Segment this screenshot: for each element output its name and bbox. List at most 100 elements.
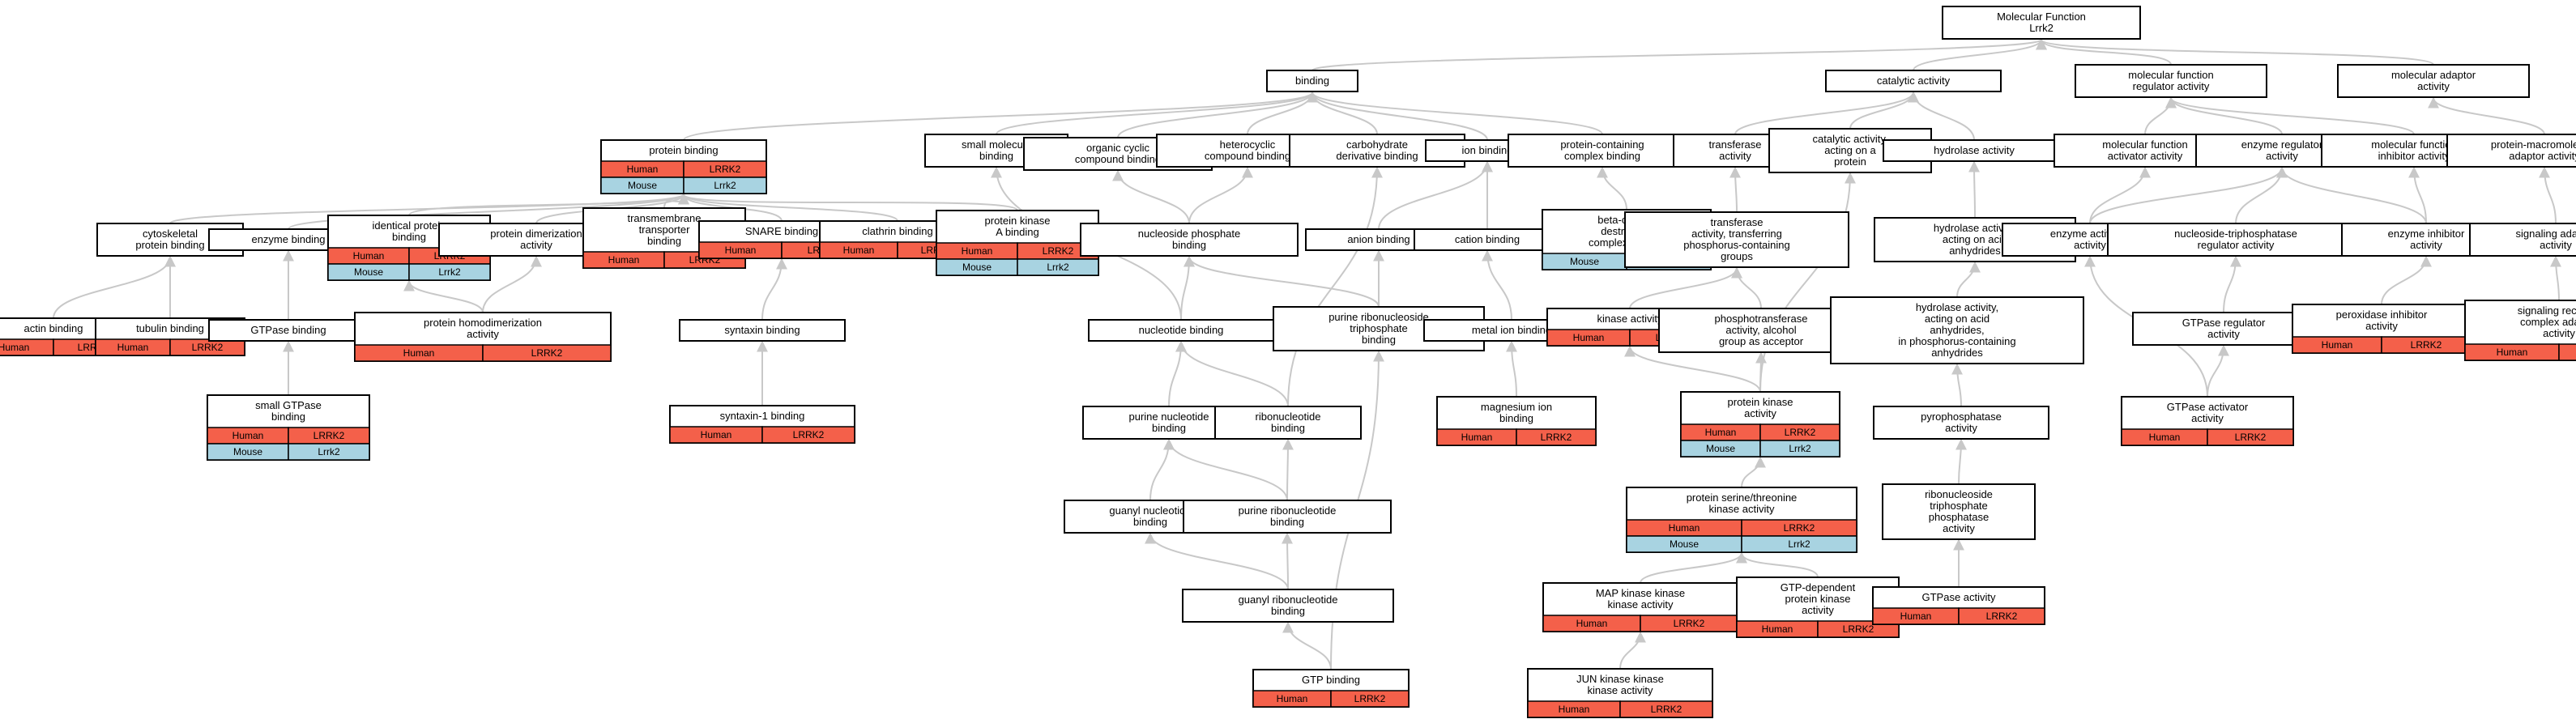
go-term-node[interactable]: cation binding <box>1414 228 1561 251</box>
node-label-line: binding <box>1271 605 1305 617</box>
node-label-line: molecular function <box>2371 138 2457 151</box>
is-a-edge <box>1506 340 1518 398</box>
is-a-edge <box>1741 456 1766 488</box>
node-label-line: phosphatase <box>1929 511 1989 523</box>
is-a-edge <box>1282 621 1332 670</box>
gene-cell <box>1619 700 1713 718</box>
is-a-edge <box>1145 532 1289 590</box>
node-box <box>1214 406 1362 440</box>
go-term-node[interactable]: GTPase binding <box>208 319 369 342</box>
gene-cell <box>2558 343 2576 361</box>
is-a-edge <box>1282 532 1294 590</box>
node-label-line: inhibitor activity <box>2378 150 2450 162</box>
species-label: Human <box>1705 427 1737 438</box>
node-label-line: activity <box>1719 150 1751 162</box>
species-label: Human <box>701 429 732 440</box>
go-term-node[interactable]: hydrolase activity <box>1883 139 2066 162</box>
go-term-node[interactable]: hydrolase activity,acting on acidanhydri… <box>1830 296 2084 364</box>
node-label-line: protein dimerization <box>490 228 582 240</box>
node-label-line: activity <box>1802 604 1834 616</box>
gene-cell <box>288 443 370 461</box>
node-box <box>1658 308 1864 353</box>
node-label-line: signaling receptor <box>2518 304 2576 317</box>
node-box <box>1182 589 1394 623</box>
node-label-line: actin binding <box>24 322 83 334</box>
node-label-line: kinase activity <box>1608 598 1674 611</box>
go-term-node[interactable]: nucleotide binding <box>1088 319 1274 342</box>
go-term-node[interactable]: signaling receptorcomplex adaptoractivit… <box>2464 300 2576 361</box>
node-label-line: protein homodimerization <box>424 317 542 329</box>
node-label-line: transferase <box>1710 216 1763 228</box>
node-label-line: adaptor activity <box>2509 150 2576 162</box>
node-label-line: ribonucleoside <box>1925 488 1993 500</box>
gene-cell <box>1017 258 1099 276</box>
gene-label: LRRK2 <box>2411 339 2442 351</box>
node-label-line: anhydrides <box>1931 347 1983 359</box>
node-label-line: ion binding <box>1462 144 1513 156</box>
gene-label: LRRK2 <box>1986 611 2018 622</box>
species-label: Human <box>353 250 385 262</box>
go-term-node[interactable]: catalytic activity <box>1825 70 2002 92</box>
node-label-line: guanyl ribonucleotide <box>1239 593 1338 606</box>
go-term-node[interactable]: binding <box>1266 70 1358 92</box>
node-box <box>2132 312 2315 346</box>
go-term-node[interactable]: syntaxin binding <box>679 319 846 342</box>
is-a-edge <box>1734 91 1919 135</box>
is-a-edge <box>2089 166 2151 224</box>
node-label-line: activity, alcohol <box>1725 324 1796 336</box>
node-label-line: binding <box>1295 74 1329 87</box>
gene-cell <box>1516 428 1597 446</box>
node-label-line: molecular adaptor <box>2391 69 2476 81</box>
species-label: Mouse <box>354 266 383 278</box>
node-label-line: kinase activity <box>1597 313 1663 325</box>
node-label-line: anhydrides <box>1949 245 2001 257</box>
node-box <box>679 319 846 342</box>
go-term-node[interactable]: ribonucleosidetriphosphatephosphataseact… <box>1882 483 2036 540</box>
gene-cell <box>1759 440 1840 457</box>
node-label-line: activity <box>2266 150 2298 162</box>
is-a-edge <box>1908 91 1975 141</box>
node-label-line: activity <box>2207 328 2240 340</box>
species-label: Human <box>725 245 757 256</box>
go-term-node[interactable]: protein-macromoleculeadaptor activity <box>2446 134 2576 168</box>
node-box <box>2469 223 2576 257</box>
gene-cell <box>408 263 491 281</box>
node-box <box>1266 70 1358 92</box>
